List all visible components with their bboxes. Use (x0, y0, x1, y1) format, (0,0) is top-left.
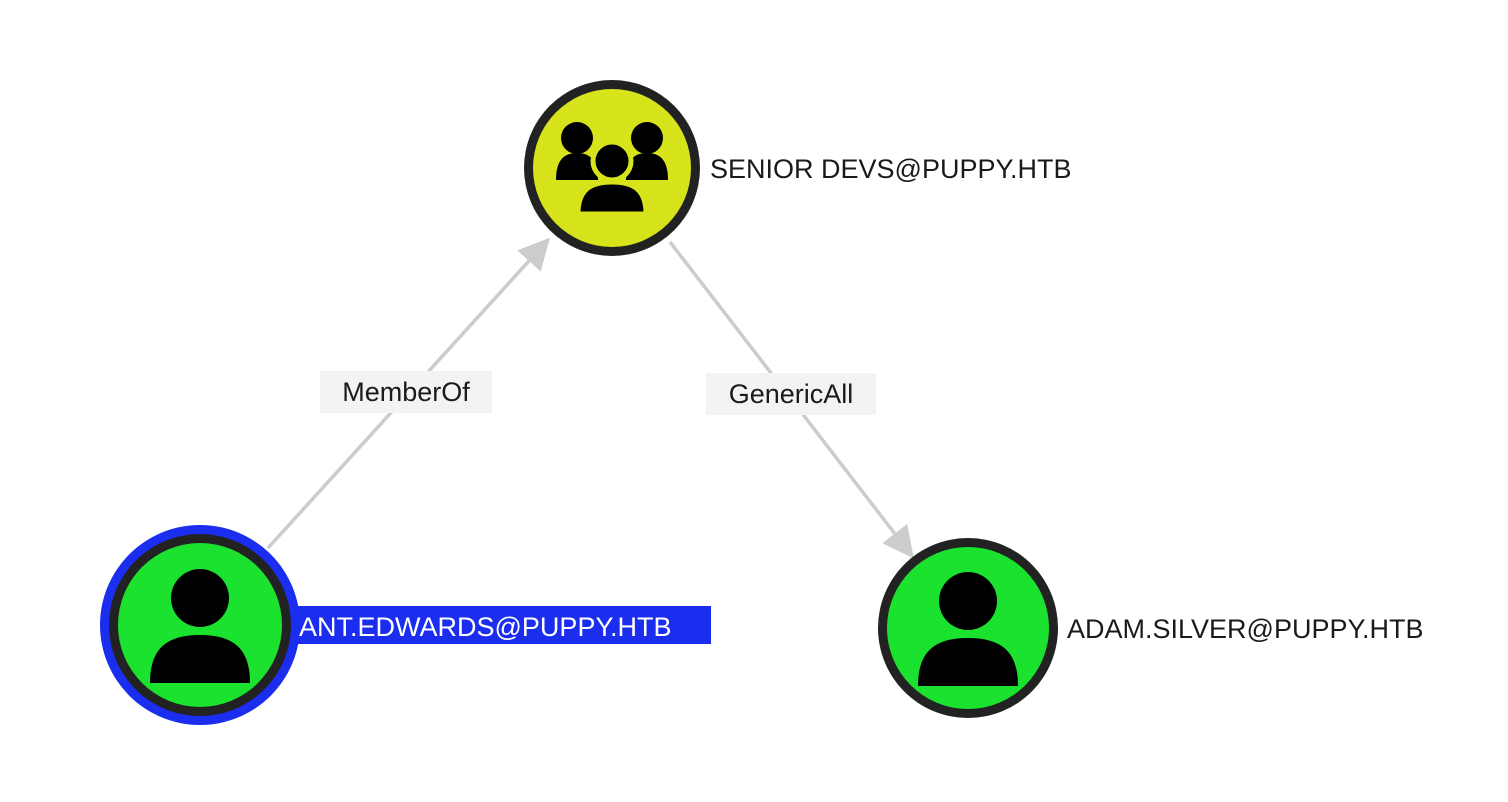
edge-label-memberof: MemberOf (342, 377, 470, 407)
user-icon (918, 572, 1018, 686)
users-group-icon (556, 122, 668, 217)
node-label-adam-silver: ADAM.SILVER@PUPPY.HTB (1067, 614, 1424, 644)
edge-label-genericall: GenericAll (729, 379, 854, 409)
node-senior-devs[interactable]: SENIOR DEVS@PUPPY.HTB (524, 80, 1072, 256)
edge-memberof[interactable]: MemberOf (266, 237, 551, 550)
node-label-highlight-ant-edwards (296, 606, 711, 644)
node-label-senior-devs: SENIOR DEVS@PUPPY.HTB (710, 154, 1072, 184)
edge-label-bg-genericall (706, 373, 876, 415)
node-ant-edwards[interactable]: ANT.EDWARDS@PUPPY.HTB (100, 525, 711, 725)
edge-label-bg-memberof (320, 371, 492, 413)
user-icon (150, 569, 250, 683)
node-adam-silver[interactable]: ADAM.SILVER@PUPPY.HTB (878, 538, 1424, 718)
edge-genericall[interactable]: GenericAll (668, 240, 914, 559)
node-label-ant-edwards: ANT.EDWARDS@PUPPY.HTB (299, 612, 671, 642)
